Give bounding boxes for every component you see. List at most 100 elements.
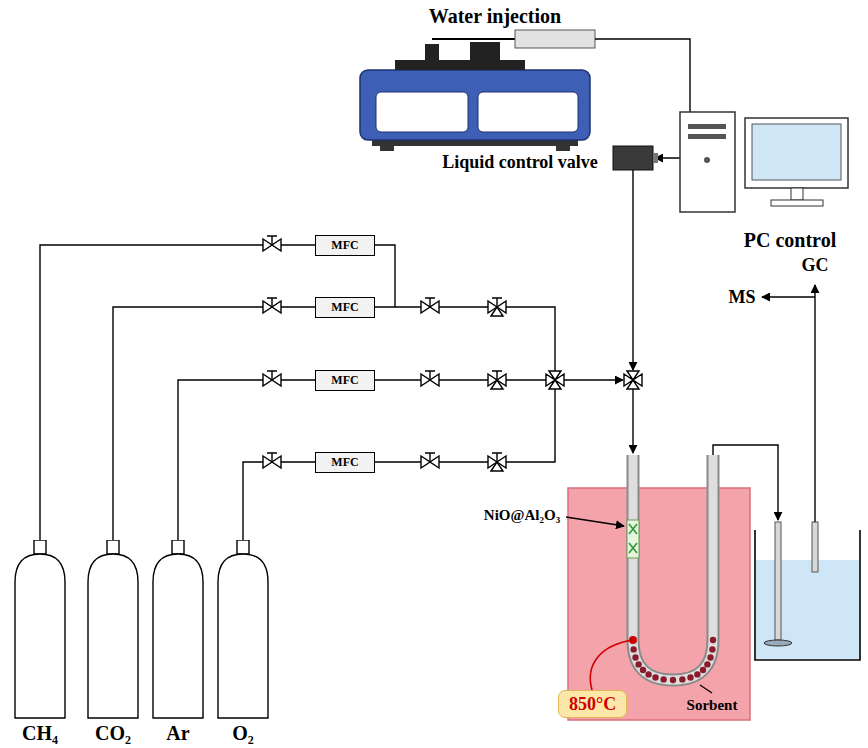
cylinder-body bbox=[218, 554, 268, 718]
pump-pusher bbox=[470, 42, 500, 62]
node-text: CO₂ bbox=[83, 722, 143, 744]
pc-tower bbox=[680, 112, 735, 212]
cylinder-outline bbox=[213, 540, 273, 720]
node-text: MFC bbox=[322, 300, 368, 315]
node-text: MFC bbox=[322, 455, 368, 470]
pump-rail bbox=[395, 60, 525, 70]
mass-flow-controller: MFC bbox=[315, 370, 375, 391]
pipe-line bbox=[360, 379, 546, 380]
sorbent-particle bbox=[704, 661, 710, 667]
node-text: Ar bbox=[148, 722, 208, 744]
cylinder-valve bbox=[34, 540, 46, 554]
sorbent-particle bbox=[707, 654, 713, 660]
valve-handle bbox=[425, 298, 435, 307]
cylinder-body bbox=[15, 554, 65, 718]
cylinder-outline bbox=[83, 540, 143, 720]
sorbent-particle bbox=[679, 676, 685, 682]
pump-foot bbox=[380, 146, 394, 151]
catalyst-mark bbox=[629, 524, 637, 553]
monitor-stand bbox=[791, 188, 803, 200]
gas-cylinder: O₂ bbox=[213, 540, 273, 746]
outlet-line bbox=[814, 285, 815, 522]
catalyst-bed bbox=[627, 520, 639, 558]
cylinder-outline bbox=[148, 540, 208, 720]
outlet-tube bbox=[812, 522, 818, 572]
syringe-plunger bbox=[432, 38, 515, 40]
valve-handle bbox=[492, 298, 502, 307]
mass-flow-controller: MFC bbox=[315, 297, 375, 318]
node-text: MFC bbox=[322, 238, 368, 253]
pump-foot bbox=[556, 146, 570, 151]
equipment-label: Water injection bbox=[429, 5, 561, 28]
gas-line bbox=[243, 462, 315, 540]
water-line bbox=[595, 39, 690, 158]
sorbent-particle bbox=[687, 674, 693, 680]
cylinder-body bbox=[153, 554, 203, 718]
leader-line bbox=[700, 685, 712, 693]
valve-handle bbox=[425, 453, 435, 462]
pump-panel bbox=[376, 92, 468, 132]
pipe-line bbox=[360, 389, 555, 462]
monitor-screen bbox=[752, 124, 841, 180]
valve-handle bbox=[267, 298, 277, 307]
bath-vessel bbox=[755, 530, 860, 660]
monitor-base bbox=[771, 200, 823, 206]
valve-handle bbox=[492, 371, 502, 380]
pump-clamp bbox=[425, 44, 439, 60]
syringe-barrel bbox=[515, 30, 595, 48]
analyzer-label: GC bbox=[802, 255, 829, 276]
valve-handle bbox=[267, 236, 277, 245]
node-text: O₂ bbox=[213, 722, 273, 744]
three-way-valve-symbol bbox=[491, 307, 503, 316]
sorbent-particle bbox=[660, 676, 666, 682]
pipe-line bbox=[632, 389, 633, 453]
node-text: MFC bbox=[322, 373, 368, 388]
callout-label: NiO@Al₂O₃ bbox=[484, 507, 560, 524]
four-way-valve-symbol bbox=[546, 371, 564, 389]
sorbent-particle bbox=[630, 646, 636, 652]
sorbent-particle bbox=[652, 674, 658, 680]
cylinder-outline bbox=[10, 540, 70, 720]
u-tube-inner bbox=[633, 455, 713, 680]
three-way-valve-symbol bbox=[491, 380, 503, 389]
furnace bbox=[568, 488, 750, 720]
gas-line bbox=[113, 307, 315, 540]
pipe-line bbox=[360, 307, 555, 371]
pump-body bbox=[360, 70, 590, 140]
cylinder-valve bbox=[107, 540, 119, 554]
sorbent-particle bbox=[645, 671, 651, 677]
mass-flow-controller: MFC bbox=[315, 452, 375, 473]
thermocouple-wire bbox=[590, 640, 633, 690]
sorbent-particle bbox=[632, 654, 638, 660]
callout-label: Sorbent bbox=[687, 697, 738, 714]
power-button bbox=[704, 157, 710, 163]
valve-handle bbox=[425, 371, 435, 380]
drive-slot bbox=[688, 134, 726, 139]
gas-line bbox=[178, 380, 315, 540]
pipe-line bbox=[564, 379, 623, 380]
valve-port bbox=[653, 153, 658, 163]
cylinder-body bbox=[88, 554, 138, 718]
outlet-line bbox=[762, 296, 815, 297]
gas-cylinder: CH₄ bbox=[10, 540, 70, 746]
gas-cylinder: CO₂ bbox=[83, 540, 143, 746]
analyzer-label: MS bbox=[729, 287, 756, 308]
three-way-valve-symbol bbox=[491, 462, 503, 471]
monitor bbox=[745, 118, 848, 188]
outlet-line bbox=[713, 445, 778, 520]
water-bath bbox=[756, 560, 859, 659]
leader-line bbox=[566, 517, 624, 526]
node-text: CH₄ bbox=[10, 722, 70, 744]
sorbent-particle bbox=[635, 661, 641, 667]
water-line bbox=[632, 170, 633, 370]
equipment-label: PC control bbox=[744, 229, 836, 252]
node-text: 850°C bbox=[569, 693, 616, 715]
sorbent-particle bbox=[710, 637, 716, 643]
sorbent-particle bbox=[700, 667, 706, 673]
inlet-tube bbox=[775, 522, 781, 640]
u-tube-reactor bbox=[633, 455, 713, 680]
valve-handle bbox=[267, 453, 277, 462]
mass-flow-controller: MFC bbox=[315, 235, 375, 256]
four-way-valve-symbol bbox=[624, 371, 642, 389]
sorbent-particle bbox=[640, 667, 646, 673]
